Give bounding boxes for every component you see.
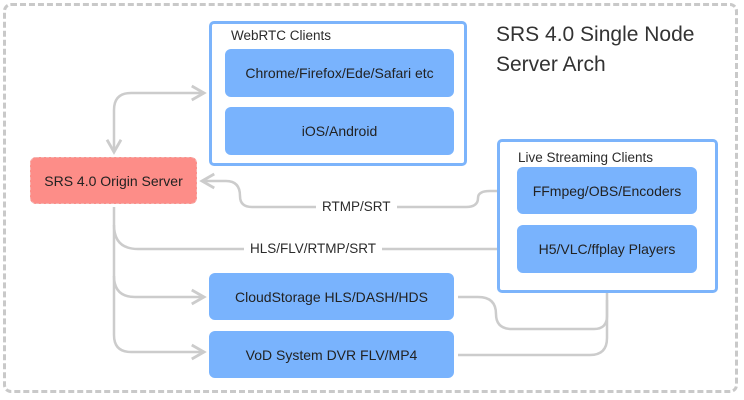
webrtc-clients-label: WebRTC Clients [231,28,332,43]
node-encoders[interactable]: FFmpeg/OBS/Encoders [517,167,697,214]
edge-vod-players [458,300,609,357]
edge-origin-trunk [112,207,207,361]
page-title: SRS 4.0 Single Node Server Arch [496,20,694,80]
title-line-2: Server Arch [496,53,606,76]
edge-cloudstorage-players [458,277,616,331]
edge-label-delivery: HLS/FLV/RTMP/SRT [244,241,383,256]
edge-origin-webrtc [105,84,207,155]
title-line-1: SRS 4.0 Single Node [496,23,695,46]
edge-label-ingest: RTMP/SRT [316,199,397,214]
node-mobile[interactable]: iOS/Android [225,107,454,155]
edge-origin-players [112,224,515,258]
edge-origin-cloudstorage [112,275,207,306]
node-cloud-storage[interactable]: CloudStorage HLS/DASH/HDS [209,273,454,320]
diagram-frame [3,3,738,393]
node-vod-system[interactable]: VoD System DVR FLV/MP4 [209,331,454,378]
node-origin-server[interactable]: SRS 4.0 Origin Server [30,157,197,204]
live-streaming-clients-label: Live Streaming Clients [518,150,654,165]
node-browsers[interactable]: Chrome/Firefox/Ede/Safari etc [225,49,454,97]
node-players[interactable]: H5/VLC/ffplay Players [517,225,697,273]
